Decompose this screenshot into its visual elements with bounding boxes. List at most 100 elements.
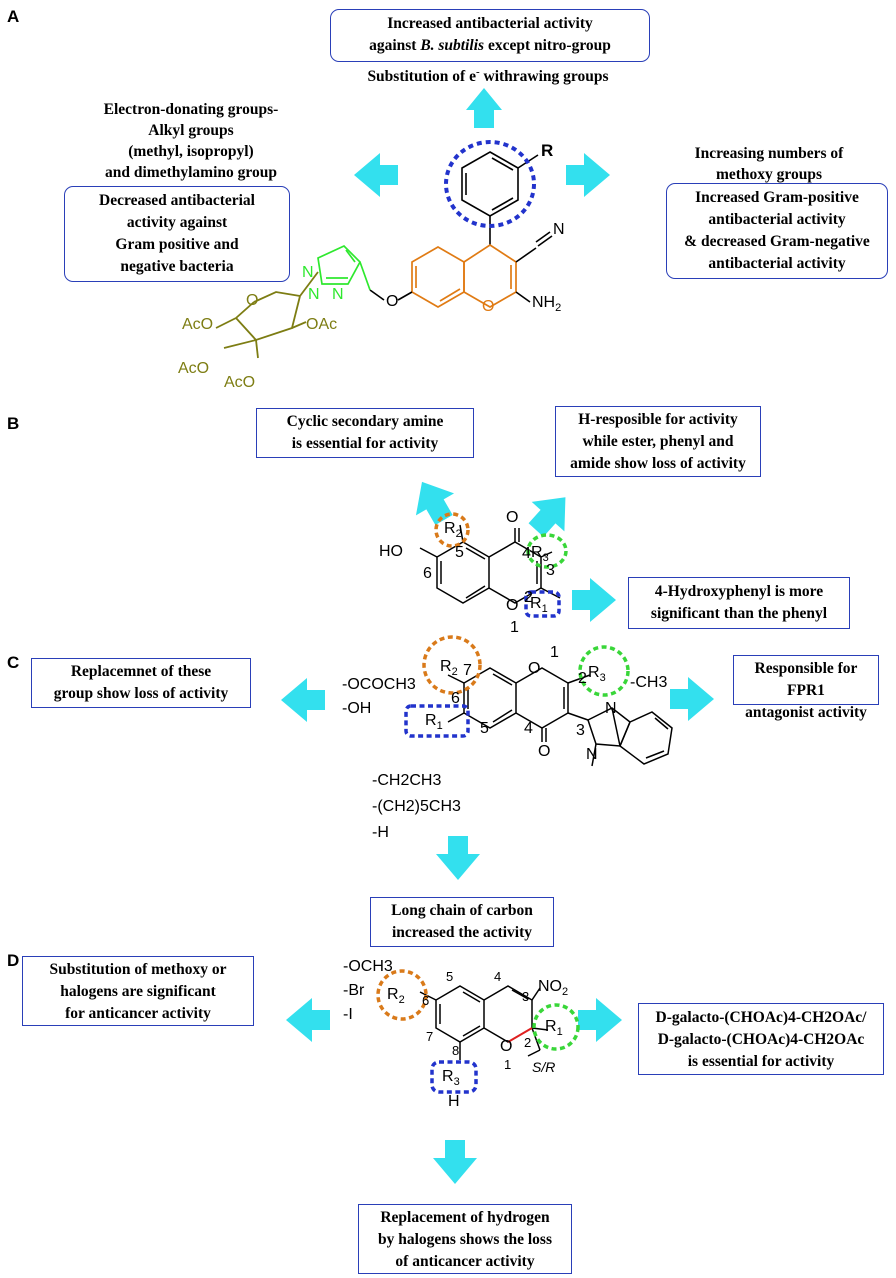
label-d-num-5: 5 xyxy=(446,969,454,984)
label-d-num-8: 8 xyxy=(452,1043,460,1058)
cn-group-a xyxy=(369,231,553,303)
label-c-r1: R1 xyxy=(425,712,443,732)
label-a-o-ether: O xyxy=(386,293,399,310)
label-d-r1: R1 xyxy=(545,1018,563,1038)
box-d-right-line1: D-galacto-(CHOAc)4-CH2OAc/ xyxy=(655,1009,867,1026)
label-b-o-ring: O xyxy=(506,597,519,614)
label-d-num-4: 4 xyxy=(494,969,502,984)
label-d-num-2: 2 xyxy=(524,1035,532,1050)
label-a-aco-2: AcO xyxy=(178,360,210,377)
label-b-num-1: 1 xyxy=(510,619,519,636)
label-d-r2: R2 xyxy=(387,986,405,1006)
chromene-core-a xyxy=(411,243,517,308)
triazole-ring xyxy=(317,244,371,291)
dashed-circle-d-r2 xyxy=(376,969,428,1021)
label-b-num-5: 5 xyxy=(455,544,464,561)
arrow-c-down xyxy=(436,836,480,880)
label-c-o-carbonyl: O xyxy=(538,743,551,760)
label-c-h: -H xyxy=(372,824,389,841)
arrow-d-right xyxy=(578,998,622,1042)
label-b-num-2: 2 xyxy=(524,589,533,606)
label-c-ch3: -CH3 xyxy=(630,674,668,691)
label-c-hexyl: -(CH2)5CH3 xyxy=(372,798,461,815)
label-a-n3: N xyxy=(332,286,344,303)
label-c-n-imine: N xyxy=(605,700,617,717)
label-a-nh2: NH2 xyxy=(532,294,562,314)
label-c-ethyl: -CH2CH3 xyxy=(372,772,442,789)
label-d-och3: -OCH3 xyxy=(343,958,393,975)
note-a-top: Substitution of e- withrawing groups xyxy=(367,65,609,85)
label-c-ococh3: -OCOCH3 xyxy=(342,676,416,693)
label-c-o-ring: O xyxy=(528,660,541,677)
chromone-b xyxy=(419,524,561,604)
dashed-circle-a-phenyl xyxy=(444,140,536,228)
arrow-c-right xyxy=(670,677,714,721)
arrow-d-down xyxy=(433,1140,477,1184)
arrow-d-left xyxy=(286,998,330,1042)
label-d-no2: NO2 xyxy=(538,978,569,998)
box-d-right: D-galacto-(CHOAc)4-CH2OAc/ D-galacto-(CH… xyxy=(638,1003,884,1075)
dashed-circle-d-r1 xyxy=(532,1003,580,1051)
label-c-r2: R2 xyxy=(440,658,458,678)
label-d-br: -Br xyxy=(343,982,365,999)
box-d-right-line2: D-galacto-(CHOAc)4-CH2OAc xyxy=(657,1031,865,1048)
label-a-aco-1: AcO xyxy=(182,316,214,333)
label-b-r1: R1 xyxy=(530,595,548,615)
sugar-ring xyxy=(215,271,319,359)
label-d-num-7: 7 xyxy=(426,1029,434,1044)
label-c-num-5: 5 xyxy=(480,720,489,737)
label-c-num-3: 3 xyxy=(576,722,585,739)
box-d-right-line3: is essential for activity xyxy=(687,1053,835,1070)
label-b-o-carbonyl: O xyxy=(506,509,519,526)
label-d-h: H xyxy=(448,1093,460,1110)
label-a-n1: N xyxy=(302,264,314,281)
label-c-num-2: 2 xyxy=(578,670,587,687)
dashed-circle-c-r2 xyxy=(422,635,482,695)
label-d-num-6: 6 xyxy=(422,993,430,1008)
label-d-stereo: S/R xyxy=(532,1059,556,1075)
label-d-num-3: 3 xyxy=(522,989,530,1004)
phenyl-ring-a xyxy=(461,151,539,245)
label-d-num-1: 1 xyxy=(504,1057,512,1072)
dashed-box-b-r1 xyxy=(524,590,561,618)
label-a-o-sugar: O xyxy=(246,292,259,309)
label-a-n2: N xyxy=(308,286,320,303)
note-a-left: Electron-donating groups-Alkyl groups(me… xyxy=(103,101,279,181)
label-c-num-4: 4 xyxy=(524,720,533,737)
label-a-o-ring: O xyxy=(482,298,495,315)
chromone-c xyxy=(447,667,673,767)
label-b-num-6: 6 xyxy=(423,565,432,582)
label-c-oh: -OH xyxy=(342,700,372,717)
chromene-d xyxy=(419,985,549,1060)
label-b-num-3: 3 xyxy=(546,562,555,579)
label-c-num-7: 7 xyxy=(463,662,472,679)
label-b-r2: R2 xyxy=(444,520,462,540)
dashed-circle-b-r3 xyxy=(526,533,568,569)
label-d-i: -I xyxy=(343,1006,353,1023)
label-b-num-4: 4 xyxy=(522,545,531,562)
label-b-ho: HO xyxy=(379,543,403,560)
arrow-a-up xyxy=(466,88,502,128)
label-c-r3: R3 xyxy=(588,664,606,684)
label-a-r: R xyxy=(541,141,554,160)
label-a-n: N xyxy=(553,221,565,238)
panel-label-b: B xyxy=(7,414,20,433)
red-bond-d xyxy=(507,1027,533,1043)
label-a-oac: OAc xyxy=(306,316,338,333)
label-b-r3: R3 xyxy=(531,544,549,564)
panel-label-a: A xyxy=(7,7,20,26)
arrow-b-right xyxy=(572,578,616,622)
label-c-n-methyl: N xyxy=(586,746,598,763)
box-a-top: Increased antibacterial activity against… xyxy=(330,9,650,62)
label-c-num-6: 6 xyxy=(451,690,460,707)
arrow-a-left xyxy=(354,153,398,197)
